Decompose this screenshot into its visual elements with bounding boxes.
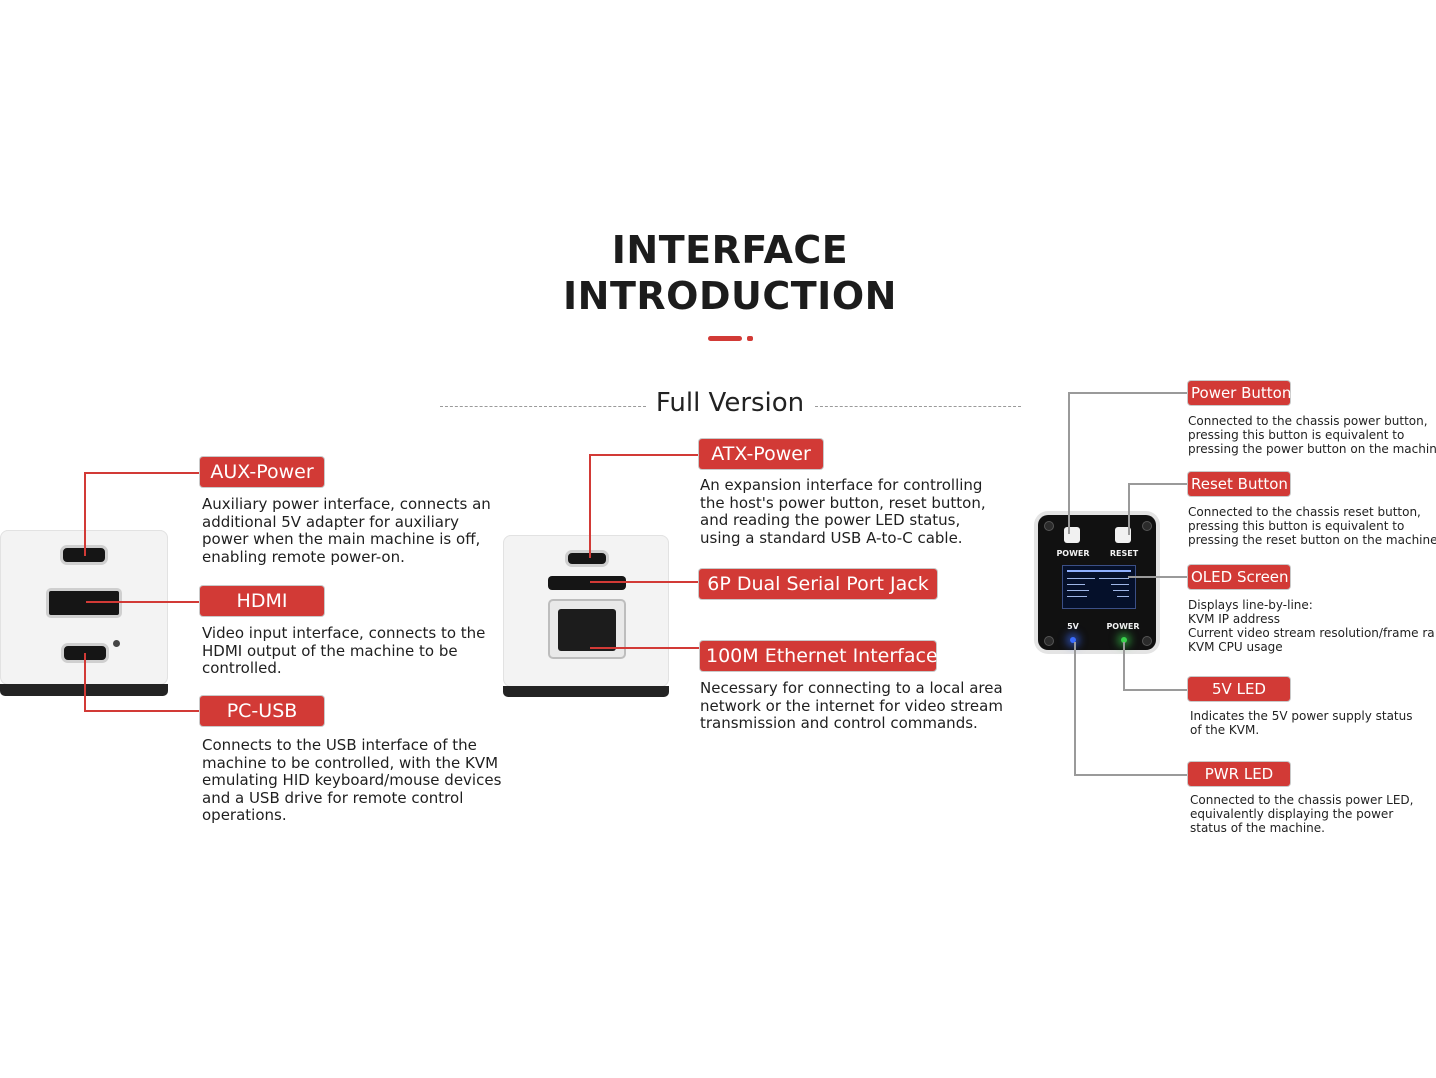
power-button-caption: POWER [1056,549,1090,558]
power-led [1121,637,1127,643]
hdmi-description: Video input interface, connects to the H… [202,624,486,677]
section-subtitle: Full Version [655,388,805,418]
subtitle-divider-right [815,406,1021,407]
reset-button-connector-h [1128,483,1188,485]
reset-button-description: Connected to the chassis reset button, p… [1188,505,1436,547]
screw-icon [1142,521,1152,531]
page-title-line1: INTERFACE [611,228,849,272]
indicator-hole [113,640,120,647]
oled-connector [1128,576,1188,578]
middle-device-base [503,686,669,697]
atx-power-description: An expansion interface for controlling t… [700,476,986,547]
hdmi-label: HDMI [200,586,324,616]
reset-button-label: Reset Button [1188,472,1290,496]
atx-power-port [565,550,609,567]
ethernet-description: Necessary for connecting to a local area… [700,679,1003,732]
screw-icon [1142,636,1152,646]
screw-icon [1044,521,1054,531]
atx-control-panel: POWER RESET 5V POWER [1038,515,1156,650]
title-accent-bar [708,336,742,341]
subtitle-divider-left [440,406,646,407]
aux-power-connector-v [84,472,86,556]
screw-icon [1044,636,1054,646]
pwr-led-connector-h [1074,774,1188,776]
aux-power-connector-h [84,472,200,474]
5v-led [1070,637,1076,643]
title-accent-dot [747,336,753,341]
ethernet-label: 100M Ethernet Interface [700,641,938,671]
pc-usb-description: Connects to the USB interface of the mac… [202,736,502,824]
panel-reset-button[interactable] [1115,527,1131,543]
oled-screen-description: Displays line-by-line: KVM IP address Cu… [1188,598,1435,654]
atx-power-label: ATX-Power [699,439,823,469]
ethernet-connector [590,647,701,649]
hdmi-port [46,588,122,618]
atx-power-connector-h [589,454,699,456]
hdmi-connector [86,601,200,603]
aux-power-label: AUX-Power [200,457,324,487]
ethernet-port [548,599,626,659]
power-led-caption: POWER [1106,622,1140,631]
reset-button-caption: RESET [1109,549,1139,558]
oled-screen-label: OLED Screen [1188,565,1290,589]
serial-connector [590,581,699,583]
power-button-connector-v [1068,392,1070,534]
pc-usb-connector-h [84,710,200,712]
power-button-description: Connected to the chassis power button, p… [1188,414,1436,456]
5v-led-caption: 5V [1067,622,1079,631]
panel-power-button[interactable] [1064,527,1080,543]
5v-led-connector-v [1123,642,1125,689]
page-title-line2: INTRODUCTION [563,274,897,318]
pc-usb-label: PC-USB [200,696,324,726]
5v-led-label: 5V LED [1188,677,1290,701]
oled-screen [1062,565,1136,609]
power-button-label: Power Button [1188,381,1291,405]
power-button-connector-h [1068,392,1188,394]
serial-port-label: 6P Dual Serial Port Jack [699,569,937,599]
5v-led-connector-h [1123,689,1188,691]
aux-power-description: Auxiliary power interface, connects an a… [202,495,491,566]
atx-power-connector-v [589,454,591,558]
reset-button-connector-v [1128,483,1130,535]
5v-led-description: Indicates the 5V power supply status of … [1190,709,1413,737]
serial-port-jack [548,576,626,590]
pwr-led-label: PWR LED [1188,762,1290,786]
pwr-led-description: Connected to the chassis power LED, equi… [1190,793,1414,835]
pc-usb-connector-v [84,653,86,711]
pwr-led-connector-v [1074,642,1076,775]
